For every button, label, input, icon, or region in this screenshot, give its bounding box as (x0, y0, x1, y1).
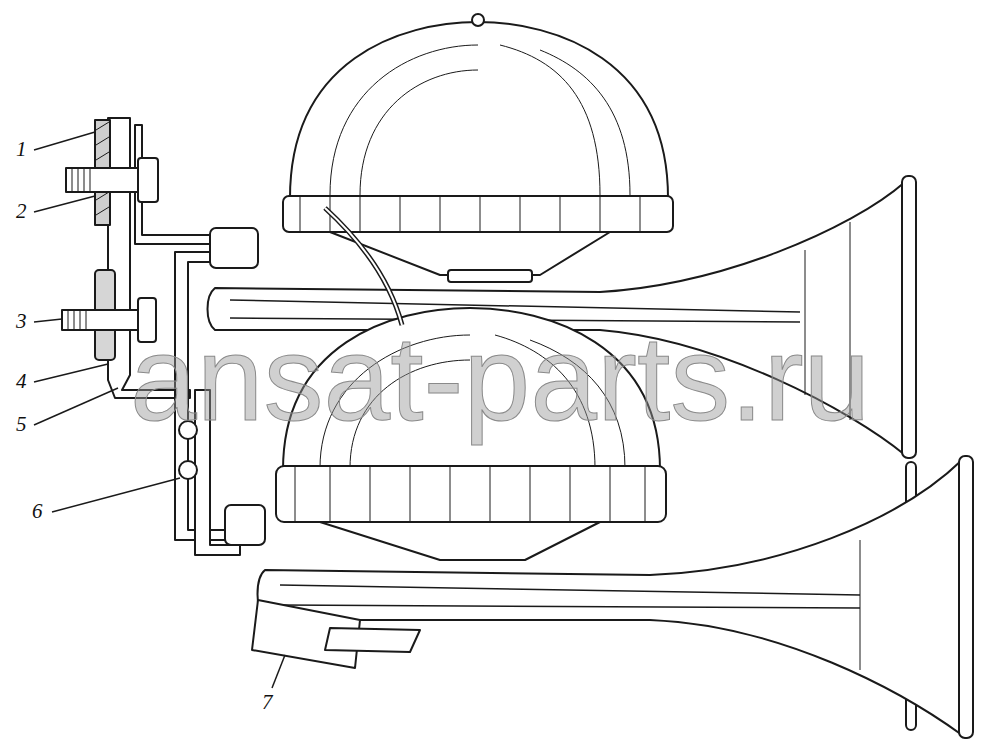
callout-number: 6 (32, 501, 43, 522)
callout-number: 3 (16, 311, 27, 332)
watermark: ansat-parts.ru (130, 318, 870, 438)
callout-number: 1 (16, 139, 27, 160)
callout-number: 7 (262, 692, 273, 713)
callout-number: 2 (16, 201, 27, 222)
callout-number: 4 (16, 371, 27, 392)
callout-number: 5 (16, 414, 27, 435)
